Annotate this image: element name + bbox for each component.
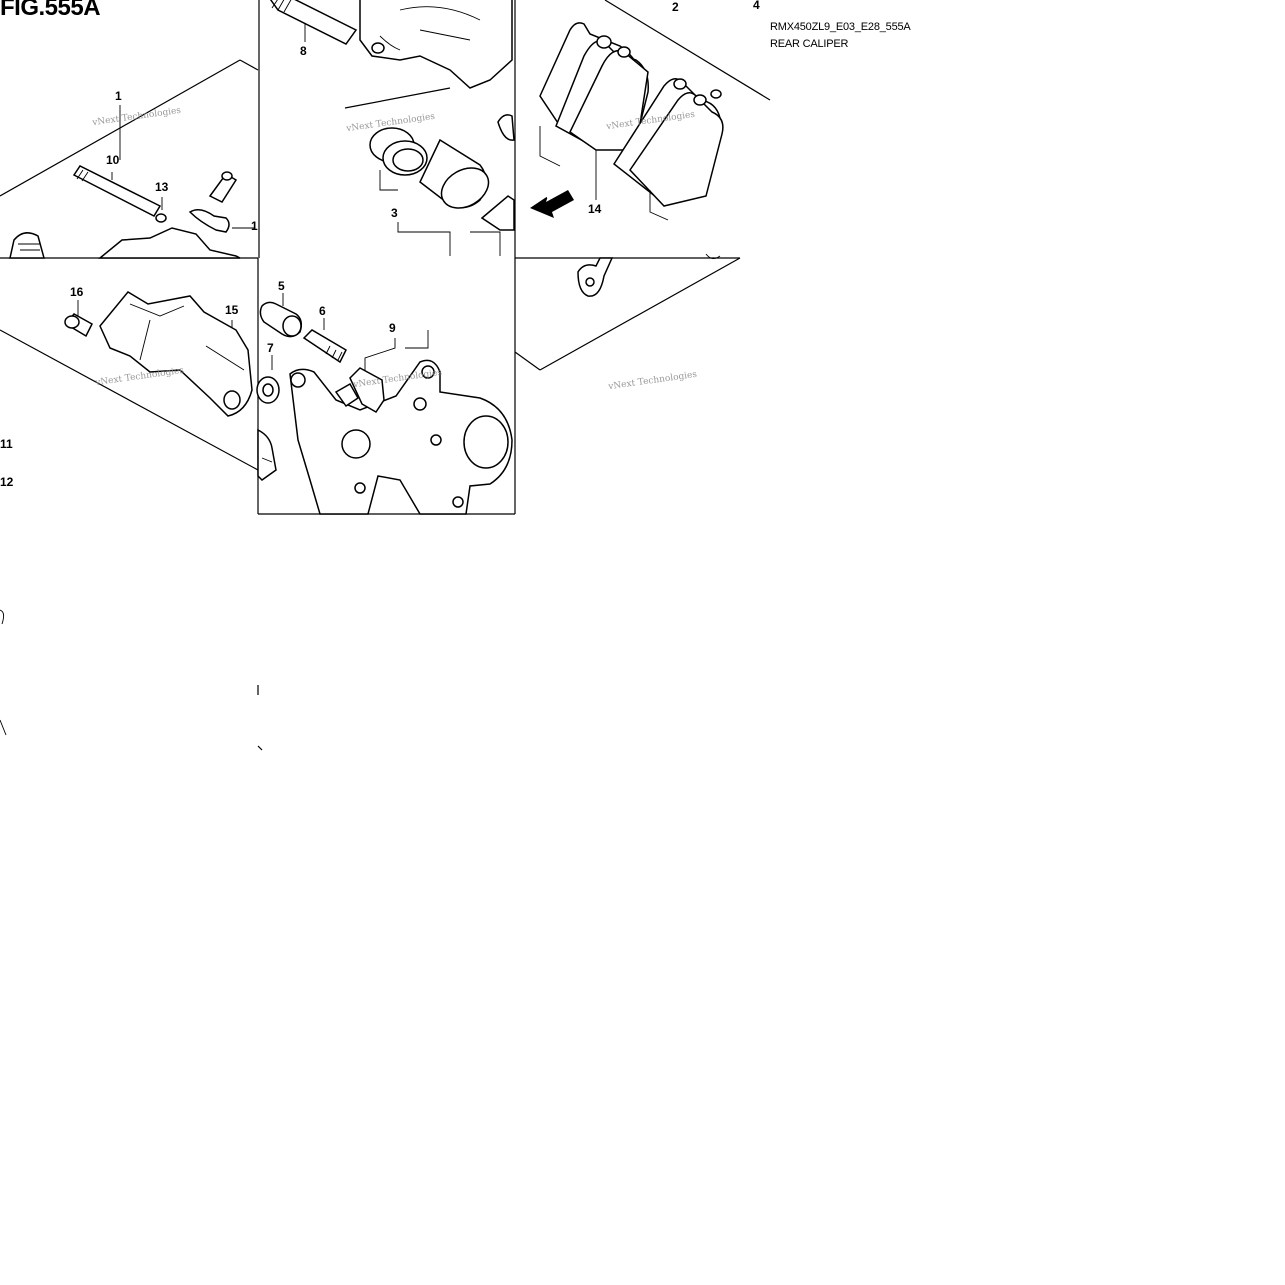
piston [419,138,490,209]
o-ring [155,213,167,223]
callout-label: 16 [70,285,84,299]
callout-label: 8 [300,44,307,58]
callout-label: 4 [753,0,760,12]
caliper-body-upper [9,227,241,259]
callout-label: 15 [225,303,239,317]
caliper-support-bracket [99,291,253,417]
callout-label: 11 [0,437,13,451]
caliper-mount-bracket [289,359,513,515]
callout-label: 13 [155,180,169,194]
sleeve-bolt [302,329,347,364]
figure-subtitle: REAR CALIPER [770,38,849,50]
fwd-arrow-icon [530,190,574,218]
callout-label: 10 [106,153,120,167]
bushing-lower [256,376,280,404]
caliper-pin-bolt [72,165,162,217]
caliper-bracket-tab [577,253,721,297]
callout-label: 9 [389,321,396,335]
callout-label: 14 [588,202,602,216]
brake-pad-set [539,22,724,221]
bracket-bolt [64,313,93,338]
callout-label: 2 [672,0,679,14]
callout-label: 12 [0,475,14,489]
callout-label: 1 [251,219,258,233]
bracket-edge-fragment [257,428,277,481]
caliper-slide-pin [269,0,358,45]
callout-label: 1 [115,89,122,103]
bleeder-valve [208,171,238,203]
bleeder-cap [188,209,230,233]
pad-spring [480,114,515,231]
bushing-upper [259,301,303,338]
figure-code: RMX450ZL9_E03_E28_555A [770,21,911,33]
pad-retainer-clip [334,367,385,413]
caliper-housing [359,0,513,89]
callout-label: 5 [278,279,285,293]
piston-seal-set [369,127,428,176]
callout-label: 7 [267,341,274,355]
figure-title: FIG.555A [0,0,101,21]
callout-label: 6 [319,304,326,318]
callout-label: 3 [391,206,398,220]
